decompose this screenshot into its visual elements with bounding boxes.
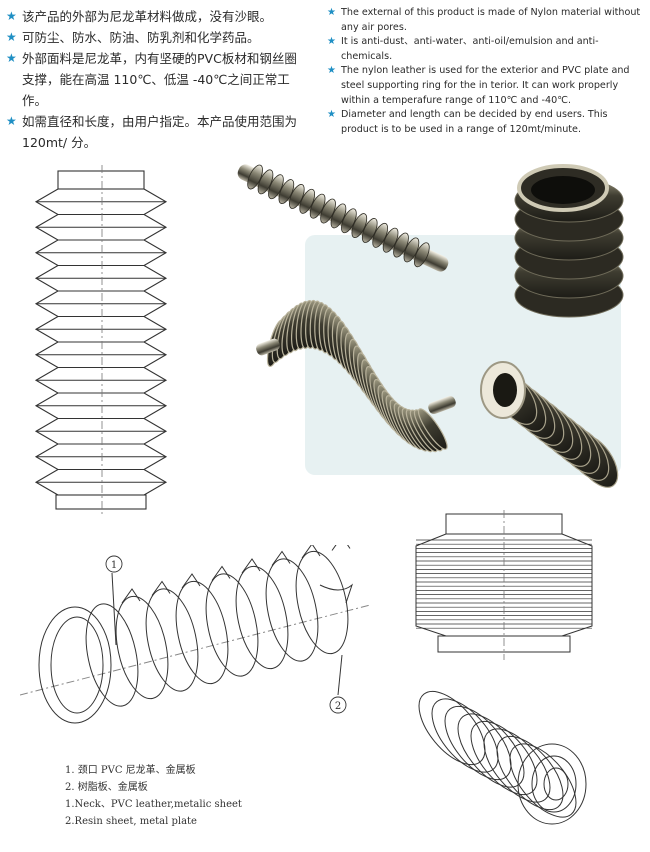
star-icon: ★	[327, 65, 336, 77]
feature-en-item: ★ Diameter and length can be decided by e…	[327, 108, 643, 137]
feature-cn-item: ★ 该产品的外部为尼龙革材料做成，没有沙眼。	[6, 6, 306, 27]
photo-bellows-long	[237, 164, 449, 272]
features-en-list: ★ The external of this product is made of…	[327, 6, 643, 137]
feature-cn-item: ★ 可防尘、防水、防油、防乳剂和化学药品。	[6, 27, 306, 48]
feature-en-text: It is anti-dust、anti-water、anti-oil/emul…	[341, 36, 599, 62]
legend-item: 2. 树脂板、金属板	[65, 782, 148, 793]
feature-en-item: ★ The external of this product is made of…	[327, 6, 643, 35]
features-cn-list: ★ 该产品的外部为尼龙革材料做成，没有沙眼。 ★ 可防尘、防水、防油、防乳剂和化学药…	[6, 6, 306, 153]
star-icon: ★	[6, 30, 17, 44]
feature-cn-item: ★ 如需直径和长度，由用户指定。本产品使用范围为120mt/ 分。	[6, 111, 306, 153]
svg-text:1: 1	[111, 560, 117, 571]
feature-en-text: The external of this product is made of …	[341, 7, 641, 33]
legend-item: 1. 颈口 PVC 尼龙革、金属板	[65, 765, 196, 776]
svg-text:2: 2	[335, 701, 341, 712]
legend-item: 2.Resin sheet, metal plate	[65, 816, 197, 827]
star-icon: ★	[327, 7, 336, 18]
photo-bellows-short	[514, 164, 624, 318]
legend-item: 1.Neck、PVC leather,metalic sheet	[65, 799, 242, 810]
feature-en-item: ★ The nylon leather is used for the exter…	[327, 64, 643, 108]
photo-bellows-collar	[480, 361, 619, 488]
feature-en-item: ★ It is anti-dust、anti-water、anti-oil/emu…	[327, 35, 643, 64]
feature-cn-text: 该产品的外部为尼龙革材料做成，没有沙眼。	[22, 9, 273, 24]
bellows-drawing-tall	[34, 165, 168, 515]
feature-en-text: The nylon leather is used for the exteri…	[341, 65, 630, 106]
feature-en-text: Diameter and length can be decided by en…	[341, 109, 608, 135]
callout-2: 2	[329, 696, 347, 714]
star-icon: ★	[327, 109, 336, 121]
spiral-drawing: 1 2	[20, 545, 371, 724]
bellows-drawing-angled	[418, 690, 587, 825]
star-icon: ★	[6, 51, 17, 65]
star-icon: ★	[327, 36, 336, 48]
parts-legend: 1. 颈口 PVC 尼龙革、金属板 2. 树脂板、金属板 1.Neck、PVC …	[65, 762, 242, 830]
bellows-drawing-fine	[415, 510, 593, 660]
callout-1: 1	[105, 555, 123, 573]
feature-cn-item: ★ 外部面料是尼龙革，内有坚硬的PVC板材和钢丝圈支撑，能在高温 110℃、低温 …	[6, 48, 306, 111]
feature-cn-text: 如需直径和长度，由用户指定。本产品使用范围为120mt/ 分。	[22, 114, 298, 150]
star-icon: ★	[6, 9, 17, 23]
feature-cn-text: 可防尘、防水、防油、防乳剂和化学药品。	[22, 30, 260, 45]
feature-cn-text: 外部面料是尼龙革，内有坚硬的PVC板材和钢丝圈支撑，能在高温 110℃、低温 -…	[22, 51, 297, 108]
star-icon: ★	[6, 114, 17, 128]
photo-bellows-curve	[256, 299, 456, 453]
